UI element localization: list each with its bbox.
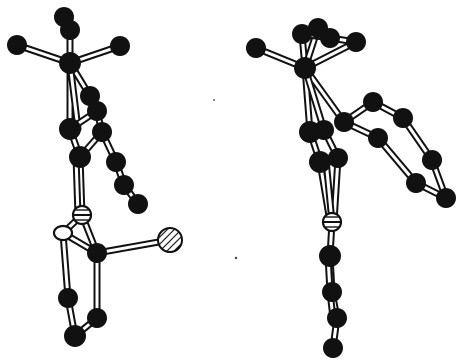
atom-carbon	[59, 52, 81, 74]
atom-carbon	[294, 57, 316, 79]
atom-carbon	[363, 92, 383, 112]
atom-carbon	[80, 86, 100, 106]
bond-highlight	[303, 66, 346, 124]
atom-carbon	[292, 24, 312, 44]
atoms-left	[7, 7, 183, 347]
atom-carbon	[314, 120, 334, 140]
atom-carbon	[436, 188, 456, 208]
atom-carbon	[59, 118, 81, 140]
atom-carbon	[246, 38, 266, 58]
atom-metal-center	[71, 204, 93, 226]
atom-carbon	[327, 308, 347, 328]
atom-carbon	[87, 243, 107, 263]
atom-carbon	[323, 338, 343, 358]
atom-carbon	[328, 148, 348, 168]
atom-carbon	[319, 245, 341, 267]
atom-carbon	[64, 325, 86, 347]
bond-highlight	[68, 61, 80, 131]
atom-carbon	[309, 151, 331, 173]
atom-carbon	[60, 20, 80, 40]
atom-carbon	[322, 282, 342, 302]
atom-carbon	[87, 101, 107, 121]
atom-carbon	[69, 146, 91, 168]
atom-carbon	[368, 128, 388, 148]
bond-highlight	[332, 156, 340, 224]
speck	[213, 99, 215, 101]
atom-carbon	[128, 194, 148, 214]
atom-carbon	[393, 108, 413, 128]
atom-carbon	[406, 173, 426, 193]
atoms-right	[246, 18, 456, 358]
atom-carbon	[320, 28, 340, 48]
atom-carbon	[114, 175, 134, 195]
atom-carbon	[346, 32, 366, 52]
atom-carbon	[92, 122, 112, 142]
bond-highlight	[61, 231, 70, 300]
atom-carbon	[422, 150, 442, 170]
atom-light	[52, 224, 74, 242]
atom-halide	[157, 227, 183, 253]
molecule-right	[246, 18, 456, 358]
atom-carbon	[58, 288, 78, 308]
atom-carbon	[106, 152, 126, 172]
atom-carbon	[334, 112, 354, 132]
atom-carbon	[87, 308, 107, 328]
atom-carbon	[7, 35, 27, 55]
atom-carbon	[110, 36, 130, 56]
molecule-left	[7, 7, 183, 347]
bonds-left	[13, 13, 174, 340]
atom-metal-center	[321, 211, 343, 233]
speck	[234, 256, 238, 260]
